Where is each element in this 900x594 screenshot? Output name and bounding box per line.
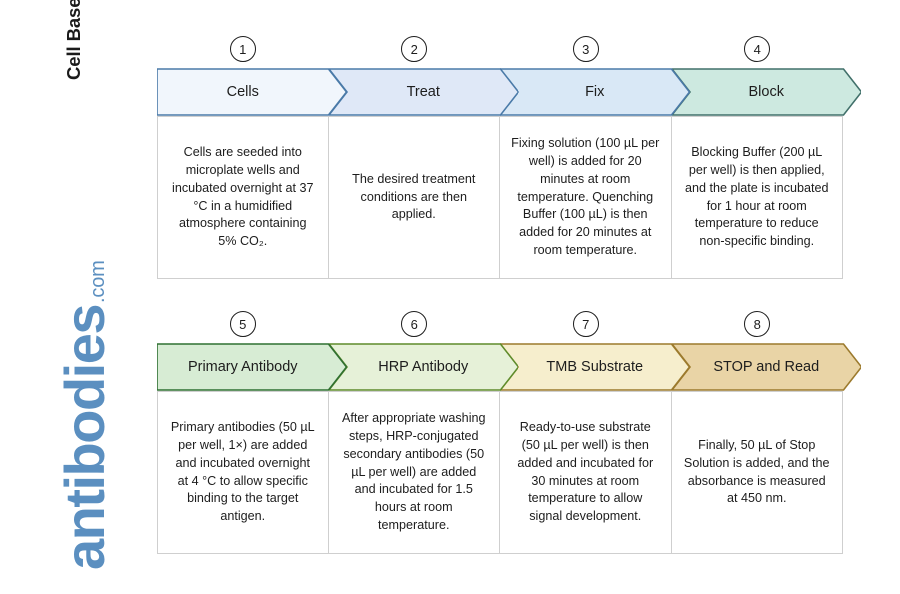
page-title-line-1: Cell Based ELISA Kits: [63, 0, 86, 80]
step-description-2: The desired treatment conditions are the…: [328, 116, 500, 279]
step-label-7: TMB Substrate: [546, 359, 644, 375]
step-label-1: Cells: [226, 84, 259, 100]
chevron-shape: [500, 68, 690, 116]
step-description-text: The desired treatment conditions are the…: [352, 171, 476, 222]
chevron-shape: [328, 343, 518, 391]
step-description-7: Ready-to-use substrate (50 µL per well) …: [500, 391, 672, 554]
step-description-6: After appropriate washing steps, HRP-con…: [328, 391, 500, 554]
chevron-shape: [328, 68, 518, 116]
step-chevron-3[interactable]: Fix: [500, 68, 690, 116]
brand-tld: .com: [87, 260, 109, 303]
step-chevron-8[interactable]: STOP and Read: [671, 343, 861, 391]
chevron-shape: [157, 343, 347, 391]
step-number-8: 8: [744, 311, 771, 337]
description-strip: Cells are seeded into microplate wells a…: [157, 116, 843, 279]
description-strip: Primary antibodies (50 µL per well, 1×) …: [157, 391, 843, 554]
step-description-8: Finally, 50 µL of Stop Solution is added…: [671, 391, 843, 554]
chevron-shape: [500, 343, 690, 391]
step-number-7: 7: [572, 311, 599, 337]
protocol-row-1: 1 2 3 4 Cells Treat Fix Block Cells are see…: [157, 36, 861, 279]
step-number-1: 1: [229, 36, 256, 62]
step-label-3: Fix: [585, 84, 605, 100]
step-description-text: Fixing solution (100 µL per well) is add…: [511, 135, 660, 258]
brand-logo: antibodies .com: [53, 260, 127, 570]
protocol-row-2: 5 6 7 8 Primary Antibody HRP Antibody TMB S…: [157, 311, 861, 554]
step-description-text: Finally, 50 µL of Stop Solution is added…: [683, 437, 830, 506]
chevron-shape: [671, 343, 861, 391]
step-number-strip: 5 6 7 8: [157, 311, 843, 343]
chevron-shape: [671, 68, 861, 116]
step-number-4: 4: [744, 36, 771, 62]
step-description-5: Primary antibodies (50 µL per well, 1×) …: [157, 391, 329, 554]
step-description-text: After appropriate washing steps, HRP-con…: [341, 410, 486, 533]
page-title: Cell Based ELISA Kits Quick Protocol: [58, 0, 114, 80]
chevron-shape: [157, 68, 347, 116]
step-number-5: 5: [229, 311, 256, 337]
step-chevron-7[interactable]: TMB Substrate: [500, 343, 690, 391]
step-chevron-1[interactable]: Cells: [157, 68, 347, 116]
step-number-strip: 1 2 3 4: [157, 36, 843, 68]
step-description-3: Fixing solution (100 µL per well) is add…: [500, 116, 672, 279]
step-chevron-2[interactable]: Treat: [328, 68, 518, 116]
chevron-strip: Cells Treat Fix Block: [157, 68, 861, 116]
step-label-6: HRP Antibody: [378, 359, 469, 375]
step-description-text: Blocking Buffer (200 µL per well) is the…: [684, 144, 829, 249]
step-number-3: 3: [572, 36, 599, 62]
step-chevron-5[interactable]: Primary Antibody: [157, 343, 347, 391]
brand-name: antibodies: [53, 304, 116, 570]
chevron-strip: Primary Antibody HRP Antibody TMB Substr…: [157, 343, 861, 391]
step-description-1: Cells are seeded into microplate wells a…: [157, 116, 329, 279]
step-number-6: 6: [401, 311, 428, 337]
step-label-8: STOP and Read: [713, 359, 820, 375]
step-label-4: Block: [748, 84, 784, 100]
step-description-4: Blocking Buffer (200 µL per well) is the…: [671, 116, 843, 279]
step-chevron-4[interactable]: Block: [671, 68, 861, 116]
step-chevron-6[interactable]: HRP Antibody: [328, 343, 518, 391]
step-label-5: Primary Antibody: [187, 359, 298, 375]
step-description-text: Cells are seeded into microplate wells a…: [172, 144, 314, 249]
step-label-2: Treat: [406, 84, 440, 100]
step-description-text: Ready-to-use substrate (50 µL per well) …: [517, 419, 654, 524]
step-description-text: Primary antibodies (50 µL per well, 1×) …: [170, 419, 315, 524]
step-number-2: 2: [401, 36, 428, 62]
